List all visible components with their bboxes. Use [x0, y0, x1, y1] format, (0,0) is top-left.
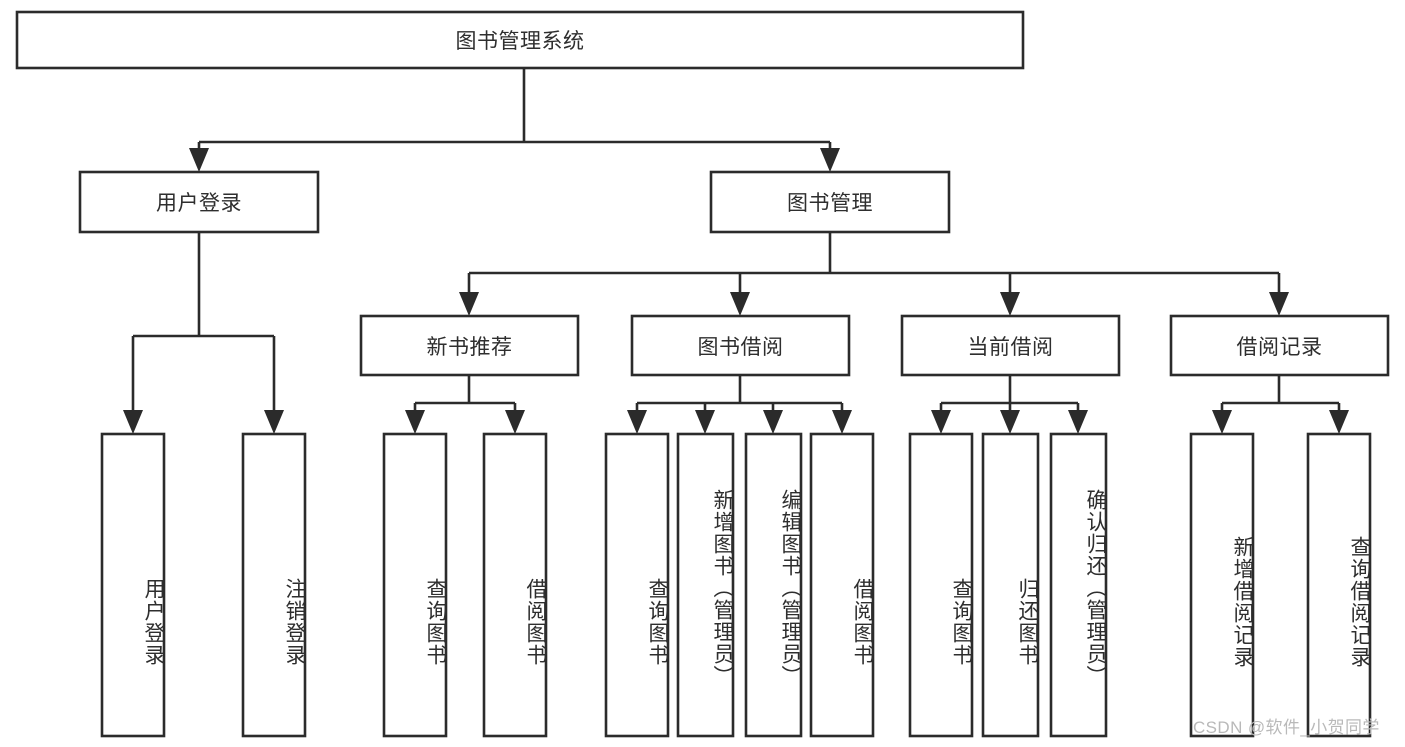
node-box-leaf-add-book: [676, 432, 735, 738]
node-box-leaf-user-login: [100, 432, 166, 738]
node-box-root: [15, 10, 1025, 70]
node-box-leaf-borrow-book-2: [809, 432, 875, 738]
edge-newbook-to-leaves: [405, 375, 525, 434]
node-box-leaf-add-record: [1189, 432, 1255, 738]
node-box-leaf-query-book-2: [604, 432, 670, 738]
node-box-book-borrow: [630, 314, 851, 377]
node-box-current-borrow: [900, 314, 1121, 377]
edge-borrowrecord-to-leaves: [1212, 375, 1349, 434]
edge-currentborrow-to-leaves: [931, 375, 1088, 434]
edge-root-to-level2: [189, 68, 840, 172]
edge-userlogin-to-leaves: [123, 232, 284, 434]
node-box-leaf-query-record: [1306, 432, 1372, 738]
node-box-user-login: [78, 170, 320, 234]
node-box-book-manage: [709, 170, 951, 234]
node-box-leaf-edit-book: [744, 432, 803, 738]
node-box-leaf-query-book-3: [908, 432, 974, 738]
node-box-leaf-return-book: [981, 432, 1040, 738]
node-box-leaf-user-logout: [241, 432, 307, 738]
node-box-leaf-confirm-return: [1049, 432, 1108, 738]
edge-bookmanage-to-level3: [459, 232, 1289, 316]
node-box-leaf-borrow-book-1: [482, 432, 548, 738]
node-box-borrow-record: [1169, 314, 1390, 377]
edge-bookborrow-to-leaves: [627, 375, 852, 434]
node-box-leaf-query-book-1: [382, 432, 448, 738]
node-box-new-book-recommend: [359, 314, 580, 377]
